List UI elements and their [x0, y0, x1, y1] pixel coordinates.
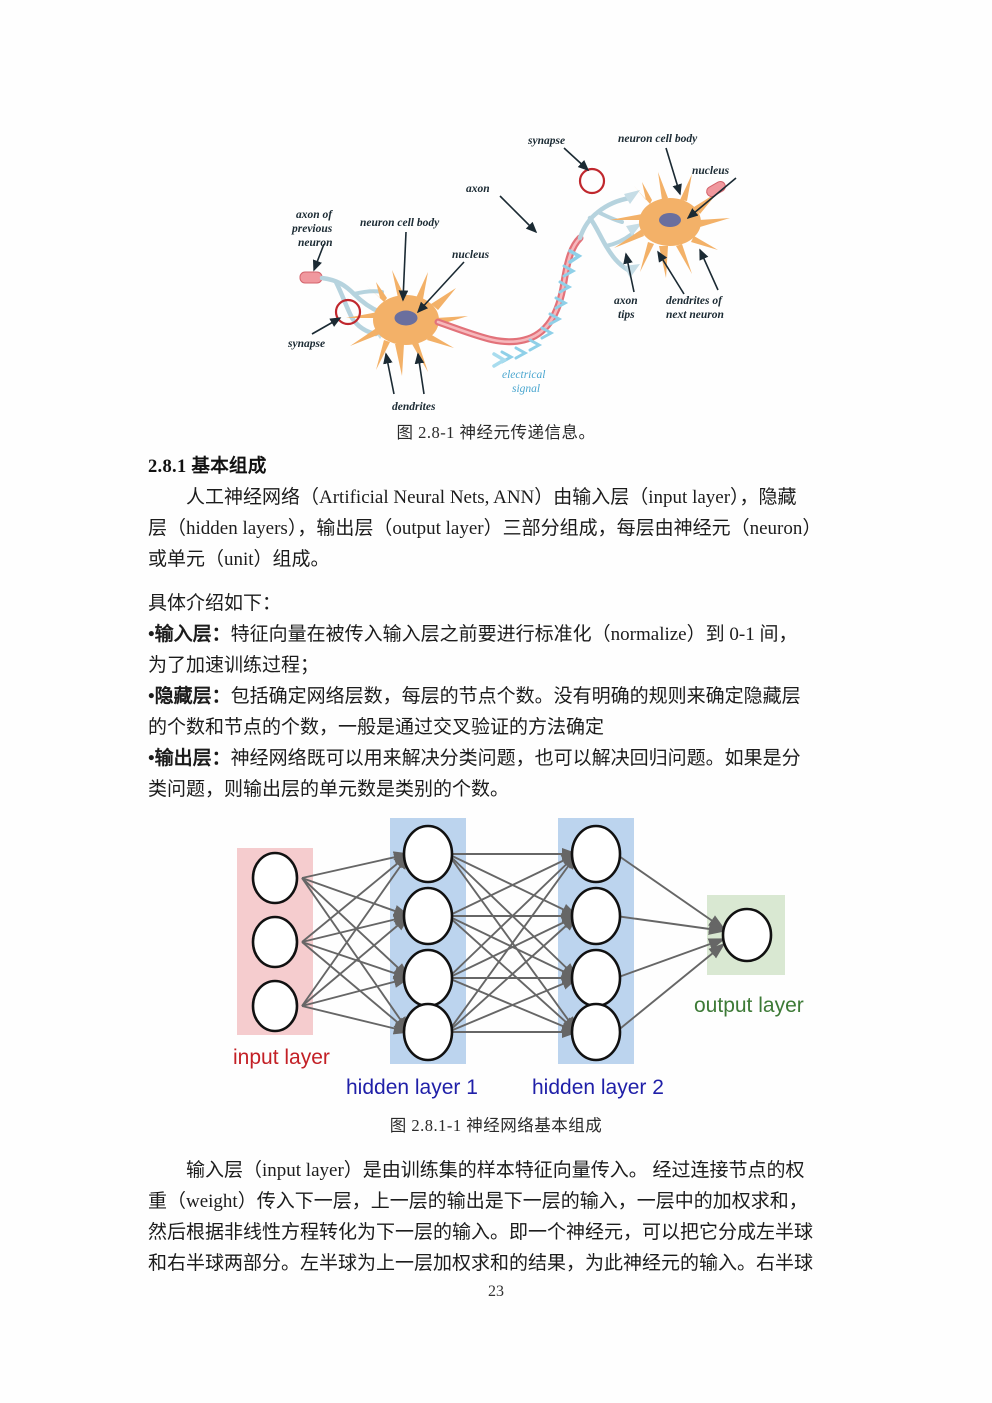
nn-label-output-layer: output layer: [694, 994, 804, 1017]
paragraph-tail: 输入层（input layer）是由训练集的样本特征向量传入。 经过连接节点的权…: [148, 1155, 848, 1279]
label-synapse-right: synapse: [527, 135, 565, 147]
bullet-hidden-layer-line-2: 的个数和节点的个数，一般是通过交叉验证的方法确定: [148, 717, 605, 738]
nn-label-hidden-layer-2: hidden layer 2: [532, 1076, 664, 1099]
node-hidden2-4: [570, 1002, 622, 1062]
paragraph-intro: 人工神经网络（Artificial Neural Nets, ANN）由输入层（…: [148, 482, 848, 575]
bullet-input-layer-line-2: 为了加速训练过程；: [148, 655, 320, 676]
page-number: 23: [488, 1283, 504, 1300]
label-axon-tips-l1: axon: [614, 295, 638, 307]
section-heading-2-8-1: 2.8.1 基本组成: [148, 457, 267, 477]
node-input-2: [251, 915, 299, 969]
label-nucleus-left: nucleus: [452, 249, 490, 261]
bullet-hidden-layer-label: •隐藏层：: [148, 686, 231, 707]
bullet-input-layer-line-1: 特征向量在被传入输入层之前要进行标准化（normalize）到 0-1 间，: [230, 624, 798, 645]
label-axon-tips-l2: tips: [618, 309, 635, 321]
label-synapse-left: synapse: [288, 338, 325, 350]
node-input-3: [251, 979, 299, 1033]
tail-line-2: 重（weight）传入下一层，上一层的输出是下一层的输入，一层中的加权求和，: [148, 1191, 808, 1212]
bullet-output-layer-line-1: 神经网络既可以用来解决分类问题，也可以解决回归问题。如果是分: [230, 748, 801, 769]
synapse-marker-right: [578, 167, 606, 195]
left-neuron-group: [299, 234, 584, 376]
paragraph-layer-details: 具体介绍如下： •输入层：特征向量在被传入输入层之前要进行标准化（normali…: [148, 588, 848, 805]
label-axon-of-previous-neuron-l3: neuron: [298, 237, 333, 249]
intro-line-2: 层（hidden layers），输出层（output layer）三部分组成，…: [148, 518, 822, 539]
node-hidden2-3: [570, 948, 622, 1008]
bullet-hidden-layer-line-1: 包括确定网络层数，每层的节点个数。没有明确的规则来确定隐藏层: [230, 686, 801, 707]
bullet-output-layer-line-2: 类问题，则输出层的单元数是类别的个数。: [148, 779, 510, 800]
label-dendrites-of-next-neuron-l1: dendrites of: [666, 295, 723, 307]
node-hidden1-3: [402, 948, 454, 1008]
tail-line-4: 和右半球两部分。左半球为上一层加权求和的结果，为此神经元的输入。右半球: [148, 1253, 814, 1274]
label-neuron-cell-body-left: neuron cell body: [360, 217, 440, 229]
label-nucleus-right: nucleus: [692, 165, 730, 177]
node-hidden1-4: [402, 1002, 454, 1062]
node-hidden2-2: [570, 886, 622, 946]
right-neuron-group: [577, 172, 730, 278]
node-hidden2-1: [570, 824, 622, 884]
tail-line-3: 然后根据非线性方程转化为下一层的输入。即一个神经元，可以把它分成左半球: [148, 1222, 814, 1243]
figure-caption-neuron: 图 2.8-1 神经元传递信息。: [396, 423, 596, 442]
nn-label-input-layer: input layer: [233, 1046, 330, 1069]
label-neuron-cell-body-right: neuron cell body: [618, 133, 698, 145]
node-hidden1-2: [402, 886, 454, 946]
label-electrical-signal-l1: electrical: [502, 369, 545, 381]
neural-network-diagram: input layer hidden layer 1 hidden layer …: [196, 806, 836, 1102]
intro-line-3: 或单元（unit）组成。: [148, 549, 330, 570]
bullet-output-layer-label: •输出层：: [148, 748, 231, 769]
bullet-input-layer-label: •输入层：: [148, 624, 231, 645]
label-axon-of-previous-neuron-l1: axon of: [296, 209, 333, 221]
tail-line-1: 输入层（input layer）是由训练集的样本特征向量传入。 经过连接节点的权: [186, 1160, 805, 1181]
detail-lead: 具体介绍如下：: [148, 593, 282, 614]
intro-line-1: 人工神经网络（Artificial Neural Nets, ANN）由输入层（…: [186, 487, 797, 508]
figure-caption-network: 图 2.8.1-1 神经网络基本组成: [389, 1116, 603, 1135]
node-input-1: [251, 851, 299, 905]
node-output-1: [721, 907, 773, 963]
node-hidden1-1: [402, 824, 454, 884]
label-axon-of-previous-neuron-l2: previous: [291, 223, 333, 235]
label-axon: axon: [466, 183, 490, 195]
label-dendrites-of-next-neuron-l2: next neuron: [666, 309, 724, 321]
neuron-transmission-diagram: axon of previous neuron neuron cell body…: [288, 122, 758, 412]
label-dendrites: dendrites: [392, 401, 436, 412]
label-electrical-signal-l2: signal: [512, 383, 540, 395]
nn-label-hidden-layer-1: hidden layer 1: [346, 1076, 478, 1099]
synapse-marker-left: [334, 298, 362, 326]
